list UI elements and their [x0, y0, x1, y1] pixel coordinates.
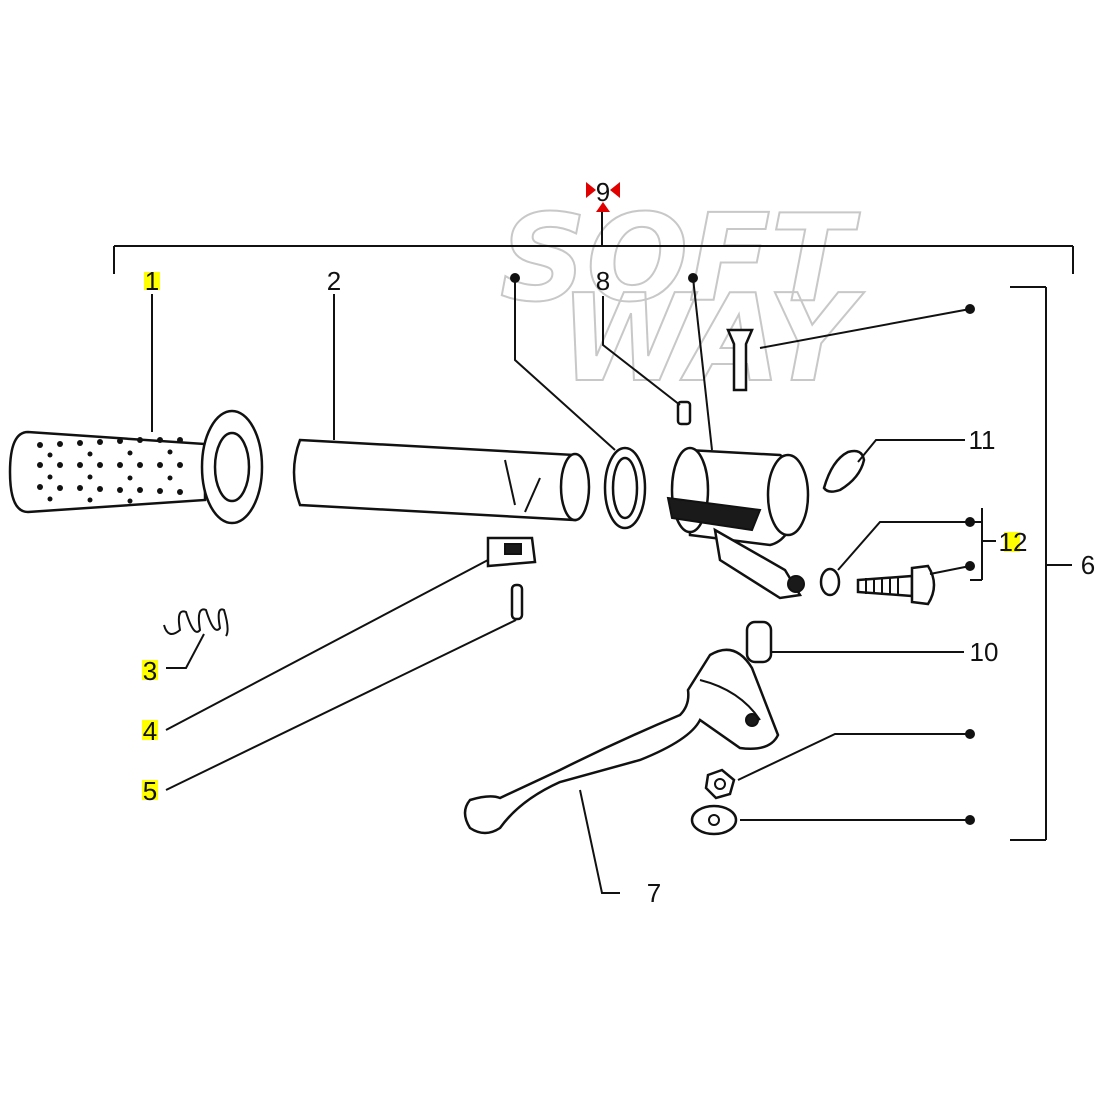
bolt-part-12 [856, 564, 936, 606]
leader-lines [151, 277, 971, 894]
marker-bottom-icon [596, 202, 610, 212]
leader-dots [510, 273, 975, 825]
callout-5: 5 [142, 776, 158, 806]
top-bracket [113, 212, 1074, 274]
top-bolt-part [726, 328, 754, 392]
callout-8-label: 8 [596, 266, 610, 296]
callout-7-label: 7 [647, 878, 661, 908]
marker-right-icon [610, 182, 620, 198]
watermark: SOFT WAY [499, 189, 866, 410]
callout-9: 9 [586, 177, 620, 212]
pin-part-5 [510, 583, 524, 621]
callout-3-label: 3 [143, 656, 157, 686]
lever-part-7 [463, 648, 780, 835]
callout-3: 3 [142, 656, 158, 686]
callout-7: 7 [647, 878, 661, 908]
watermark-line2: WAY [560, 270, 865, 409]
callout-8: 8 [596, 266, 610, 296]
callout-10-label: 10 [970, 637, 999, 667]
tube-part-2 [292, 438, 591, 522]
nipple-part-11 [822, 449, 866, 493]
callout-11: 11 [969, 425, 996, 455]
nut-part-lower [690, 804, 738, 836]
callout-12: 12 [999, 527, 1028, 557]
callout-2: 2 [327, 266, 341, 296]
washer-part-12 [819, 567, 841, 597]
spring-part-3 [163, 608, 229, 637]
screw-part-8 [676, 400, 692, 426]
callout-6: 6 [1081, 550, 1095, 580]
callout-12-label: 12 [999, 527, 1028, 557]
callout-6-label: 6 [1081, 550, 1095, 580]
nut-part-upper [704, 768, 736, 800]
watermark-line1: SOFT [500, 190, 860, 329]
pivot-pin-part-10 [745, 620, 773, 664]
callout-4: 4 [142, 716, 158, 746]
callout-1-label: 1 [145, 266, 159, 296]
callout-9-label: 9 [596, 177, 610, 207]
callout-10: 10 [970, 637, 999, 667]
callout-2-label: 2 [327, 266, 341, 296]
right-bracket [1010, 286, 1072, 841]
callout-1: 1 [144, 266, 160, 296]
callout-11-label: 11 [969, 425, 996, 455]
block-part-4 [486, 536, 537, 568]
callout-5-label: 5 [143, 776, 157, 806]
grip-part-1 [8, 409, 264, 525]
marker-left-icon [586, 182, 596, 198]
ring-part [603, 446, 647, 530]
bracket-12 [970, 508, 996, 581]
callout-4-label: 4 [143, 716, 157, 746]
housing-part [666, 446, 810, 600]
